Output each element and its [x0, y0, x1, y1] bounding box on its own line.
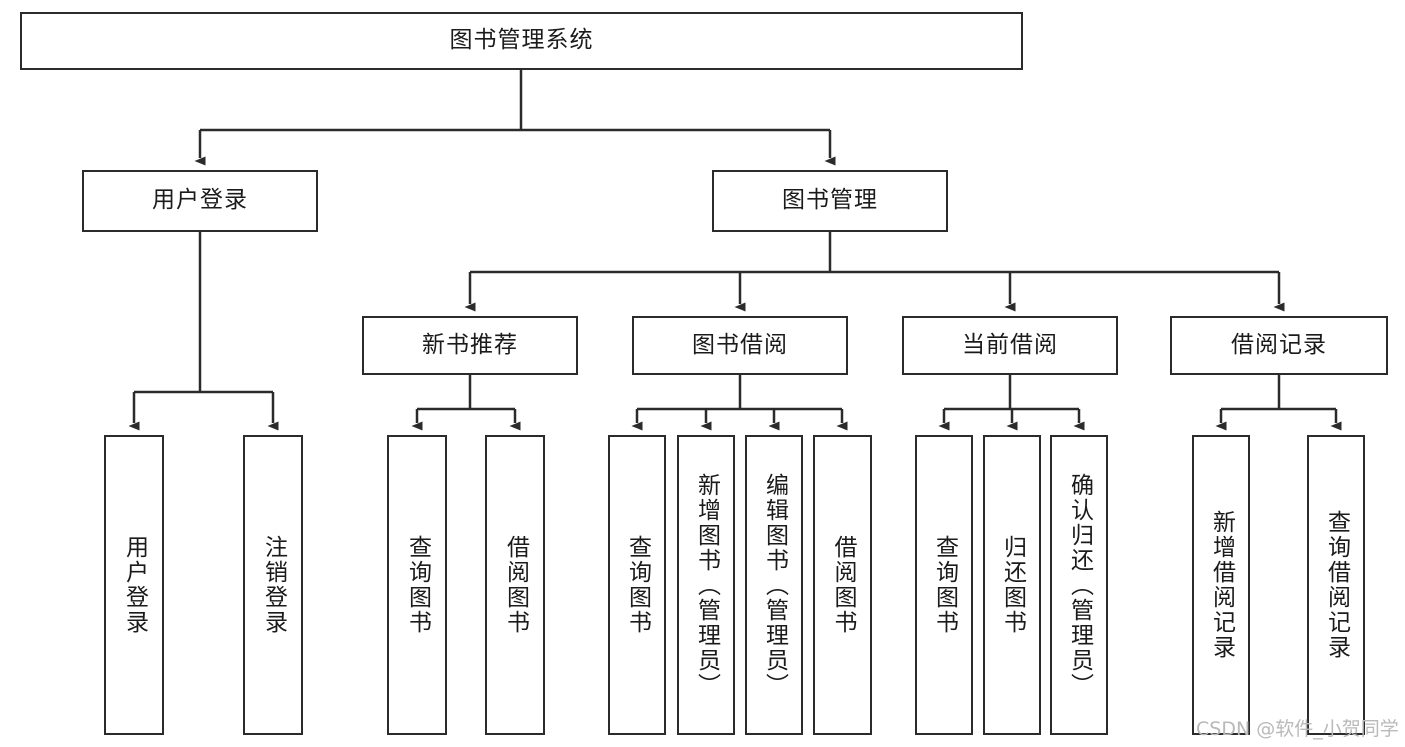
leaf-return-book-label: 归还图书 [999, 535, 1026, 635]
leaf-edit-book-admin[interactable]: 编辑图书（管理员） [745, 435, 803, 735]
leaf-query-book-current[interactable]: 查询图书 [915, 435, 973, 735]
node-user-login[interactable]: 用户登录 [82, 170, 318, 232]
leaf-add-borrow-record[interactable]: 新增借阅记录 [1192, 435, 1250, 735]
csdn-watermark: CSDN @软件_小贺同学 [1196, 718, 1399, 740]
leaf-edit-book-admin-label: 编辑图书（管理员） [761, 472, 788, 698]
leaf-borrow-book-recommend[interactable]: 借阅图书 [485, 435, 545, 735]
leaf-query-borrow-record[interactable]: 查询借阅记录 [1307, 435, 1365, 735]
leaf-confirm-return-admin[interactable]: 确认归还（管理员） [1050, 435, 1108, 735]
leaf-add-book-admin[interactable]: 新增图书（管理员） [677, 435, 735, 735]
leaf-user-login[interactable]: 用户登录 [104, 435, 164, 735]
leaf-query-book-current-label: 查询图书 [931, 535, 958, 635]
leaf-query-book-borrow-label: 查询图书 [624, 535, 651, 635]
leaf-return-book[interactable]: 归还图书 [983, 435, 1041, 735]
leaf-user-login-label: 用户登录 [121, 535, 148, 635]
leaf-borrow-book-label: 借阅图书 [830, 535, 856, 635]
leaf-add-borrow-record-label: 新增借阅记录 [1208, 510, 1235, 660]
node-book-borrow[interactable]: 图书借阅 [632, 316, 848, 375]
leaf-add-book-admin-label: 新增图书（管理员） [693, 472, 720, 698]
leaf-query-book-recommend-label: 查询图书 [404, 535, 431, 635]
node-root-label: 图书管理系统 [449, 27, 594, 54]
leaf-logout-login[interactable]: 注销登录 [243, 435, 303, 735]
node-current-borrow[interactable]: 当前借阅 [902, 316, 1118, 375]
leaf-borrow-book-recommend-label: 借阅图书 [502, 535, 529, 635]
leaf-query-borrow-record-label: 查询借阅记录 [1323, 510, 1350, 660]
node-new-book-recommend[interactable]: 新书推荐 [362, 316, 578, 375]
node-book-borrow-label: 图书借阅 [692, 331, 788, 358]
node-borrow-record-label: 借阅记录 [1231, 331, 1327, 358]
node-borrow-record[interactable]: 借阅记录 [1170, 316, 1388, 375]
node-new-book-recommend-label: 新书推荐 [422, 331, 518, 358]
leaf-query-book-recommend[interactable]: 查询图书 [387, 435, 447, 735]
node-user-login-label: 用户登录 [152, 187, 248, 214]
leaf-borrow-book[interactable]: 借阅图书 [813, 435, 872, 735]
leaf-query-book-borrow[interactable]: 查询图书 [608, 435, 666, 735]
leaf-confirm-return-admin-label: 确认归还（管理员） [1066, 472, 1093, 698]
node-current-borrow-label: 当前借阅 [962, 331, 1058, 358]
node-root[interactable]: 图书管理系统 [20, 12, 1023, 70]
leaf-logout-login-label: 注销登录 [260, 535, 287, 635]
node-book-management-label: 图书管理 [782, 187, 878, 214]
node-book-management[interactable]: 图书管理 [712, 170, 948, 232]
